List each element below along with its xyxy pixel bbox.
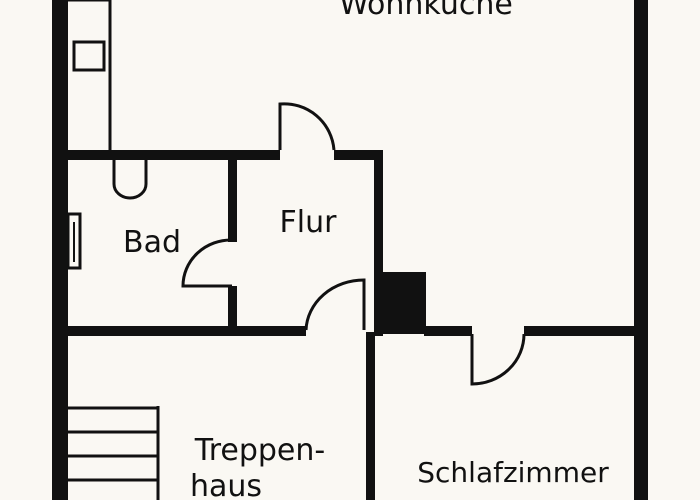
toilet <box>112 160 148 200</box>
room-label-treppenhaus-1: Treppen- <box>194 433 325 468</box>
wall-kitchen-bad <box>60 150 280 160</box>
wall-flur-right <box>374 150 383 336</box>
outer-wall-right <box>634 0 648 500</box>
room-label-bad: Bad <box>123 225 181 260</box>
room-label-flur: Flur <box>280 205 338 240</box>
wall-bad-flur-lower <box>228 286 237 332</box>
bathtub-edge <box>66 212 82 270</box>
kitchen-counter <box>68 0 112 150</box>
door-schlafzimmer <box>470 333 526 386</box>
wall-kitchen-schlafzimmer-left <box>424 326 472 336</box>
door-flur-treppenhaus <box>304 278 366 331</box>
room-label-schlafzimmer: Schlafzimmer <box>417 456 609 489</box>
kitchen-stove <box>72 40 106 72</box>
chimney-block <box>376 272 426 334</box>
room-label-treppenhaus-2: haus <box>190 469 262 500</box>
door-flur-kitchen <box>278 102 336 151</box>
room-label-wohnkueche: Wohnküche <box>339 0 513 22</box>
staircase <box>66 406 160 500</box>
wall-kitchen-schlafzimmer-right <box>524 326 640 336</box>
door-flur-bad <box>181 238 233 288</box>
wall-bad-treppenhaus <box>60 326 306 336</box>
wall-bad-flur-upper <box>228 156 237 242</box>
wall-treppenhaus-schlafzimmer <box>366 332 375 500</box>
outer-wall-left <box>52 0 68 500</box>
wall-kitchen-flur-right <box>334 150 382 160</box>
